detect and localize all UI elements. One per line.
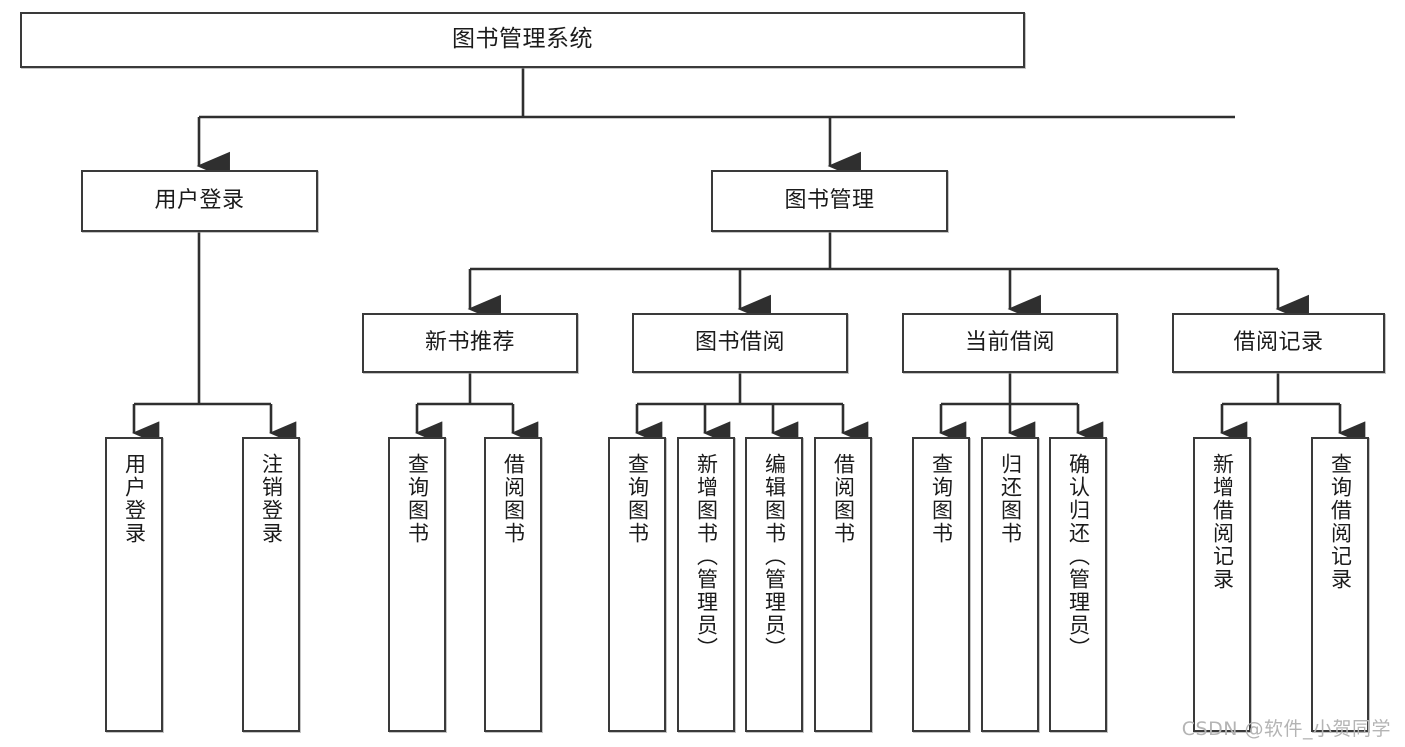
- leaf-user-login[interactable]: 用户登录: [105, 437, 163, 732]
- node-label: 查询图书: [405, 453, 430, 545]
- node-label: 确认归还（管理员）: [1066, 453, 1091, 660]
- node-label: 借阅记录: [1233, 329, 1324, 355]
- node-label: 新增借阅记录: [1210, 453, 1235, 591]
- node-book-management[interactable]: 图书管理: [711, 170, 948, 232]
- leaf-new-book-borrow-book[interactable]: 借阅图书: [484, 437, 542, 732]
- leaf-current-borrow-return-book[interactable]: 归还图书: [981, 437, 1039, 732]
- node-label: 借阅图书: [501, 453, 526, 545]
- node-label: 新增图书（管理员）: [694, 453, 719, 660]
- node-label: 查询图书: [625, 453, 650, 545]
- node-user-login[interactable]: 用户登录: [81, 170, 318, 232]
- leaf-book-borrow-edit-book-admin[interactable]: 编辑图书（管理员）: [745, 437, 803, 732]
- node-label: 图书借阅: [694, 329, 785, 355]
- leaf-new-book-query-book[interactable]: 查询图书: [388, 437, 446, 732]
- leaf-current-borrow-query-book[interactable]: 查询图书: [912, 437, 970, 732]
- node-label: 图书管理系统: [452, 26, 593, 53]
- csdn-watermark: CSDN @软件_小贺同学: [1181, 718, 1391, 740]
- node-label: 借阅图书: [831, 453, 856, 545]
- leaf-book-borrow-add-book-admin[interactable]: 新增图书（管理员）: [677, 437, 735, 732]
- leaf-current-borrow-confirm-return-admin[interactable]: 确认归还（管理员）: [1049, 437, 1107, 732]
- node-label: 归还图书: [998, 453, 1023, 545]
- node-label: 当前借阅: [964, 329, 1055, 355]
- node-label: 图书管理: [784, 187, 875, 213]
- node-book-borrow[interactable]: 图书借阅: [632, 313, 848, 373]
- node-borrow-record[interactable]: 借阅记录: [1172, 313, 1385, 373]
- leaf-book-borrow-borrow-book[interactable]: 借阅图书: [814, 437, 872, 732]
- leaf-book-borrow-query-book[interactable]: 查询图书: [608, 437, 666, 732]
- node-current-borrow[interactable]: 当前借阅: [902, 313, 1118, 373]
- node-label: 查询借阅记录: [1328, 453, 1353, 591]
- node-root-book-management-system[interactable]: 图书管理系统: [20, 12, 1025, 68]
- node-label: 编辑图书（管理员）: [762, 453, 787, 660]
- node-label: 查询图书: [929, 453, 954, 545]
- node-label: 新书推荐: [424, 329, 515, 355]
- node-label: 注销登录: [259, 453, 284, 545]
- leaf-logout[interactable]: 注销登录: [242, 437, 300, 732]
- leaf-borrow-record-add-record[interactable]: 新增借阅记录: [1193, 437, 1251, 732]
- node-new-book-recommend[interactable]: 新书推荐: [362, 313, 578, 373]
- leaf-borrow-record-query-record[interactable]: 查询借阅记录: [1311, 437, 1369, 732]
- node-label: 用户登录: [122, 453, 147, 545]
- node-label: 用户登录: [154, 187, 245, 213]
